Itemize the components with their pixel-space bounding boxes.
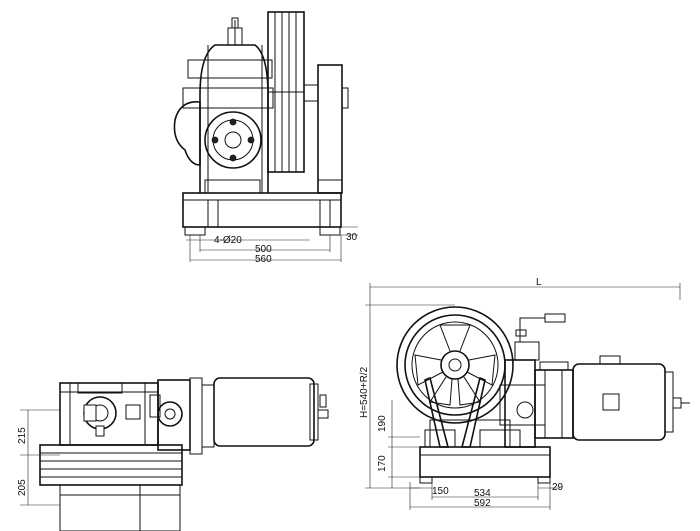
- top-dim-outer-span: 560: [255, 254, 272, 265]
- br-brake: [534, 369, 574, 439]
- top-output-flange: [204, 111, 262, 169]
- top-bearing-stand: [317, 64, 343, 194]
- bottom-left-view: 215 205: [17, 377, 329, 531]
- bl-dim-upper-height: 215: [17, 427, 28, 444]
- bl-brake: [157, 379, 191, 451]
- top-dim-inner-span: 500: [255, 244, 272, 255]
- br-dim-outer-span: 592: [474, 498, 491, 509]
- br-dim-total-height: H=540+R/2: [359, 366, 370, 418]
- top-view: 4-Ø20 500 560 30: [173, 11, 358, 265]
- br-base: [419, 446, 551, 478]
- br-dim-overall-length: L: [536, 277, 542, 288]
- bl-sheave: [39, 444, 183, 486]
- br-dim-inner-span: 534: [474, 488, 491, 499]
- bl-dim-lower-height: 205: [17, 479, 28, 496]
- br-dim-base-height: 170: [377, 455, 388, 472]
- br-dim-motor-axis-height: 190: [377, 415, 388, 432]
- br-dim-bolt-offset: 150: [432, 486, 449, 497]
- top-base-plate: [182, 192, 342, 228]
- bottom-right-view: L H=540+R/2 190 170 150 534 592 29: [359, 277, 690, 510]
- bl-motor: [213, 377, 315, 447]
- br-sheave: [396, 306, 514, 424]
- top-dim-holes: 4-Ø20: [214, 235, 242, 246]
- top-dim-base-thickness: 30: [346, 232, 358, 243]
- br-dim-edge-offset: 29: [552, 482, 564, 493]
